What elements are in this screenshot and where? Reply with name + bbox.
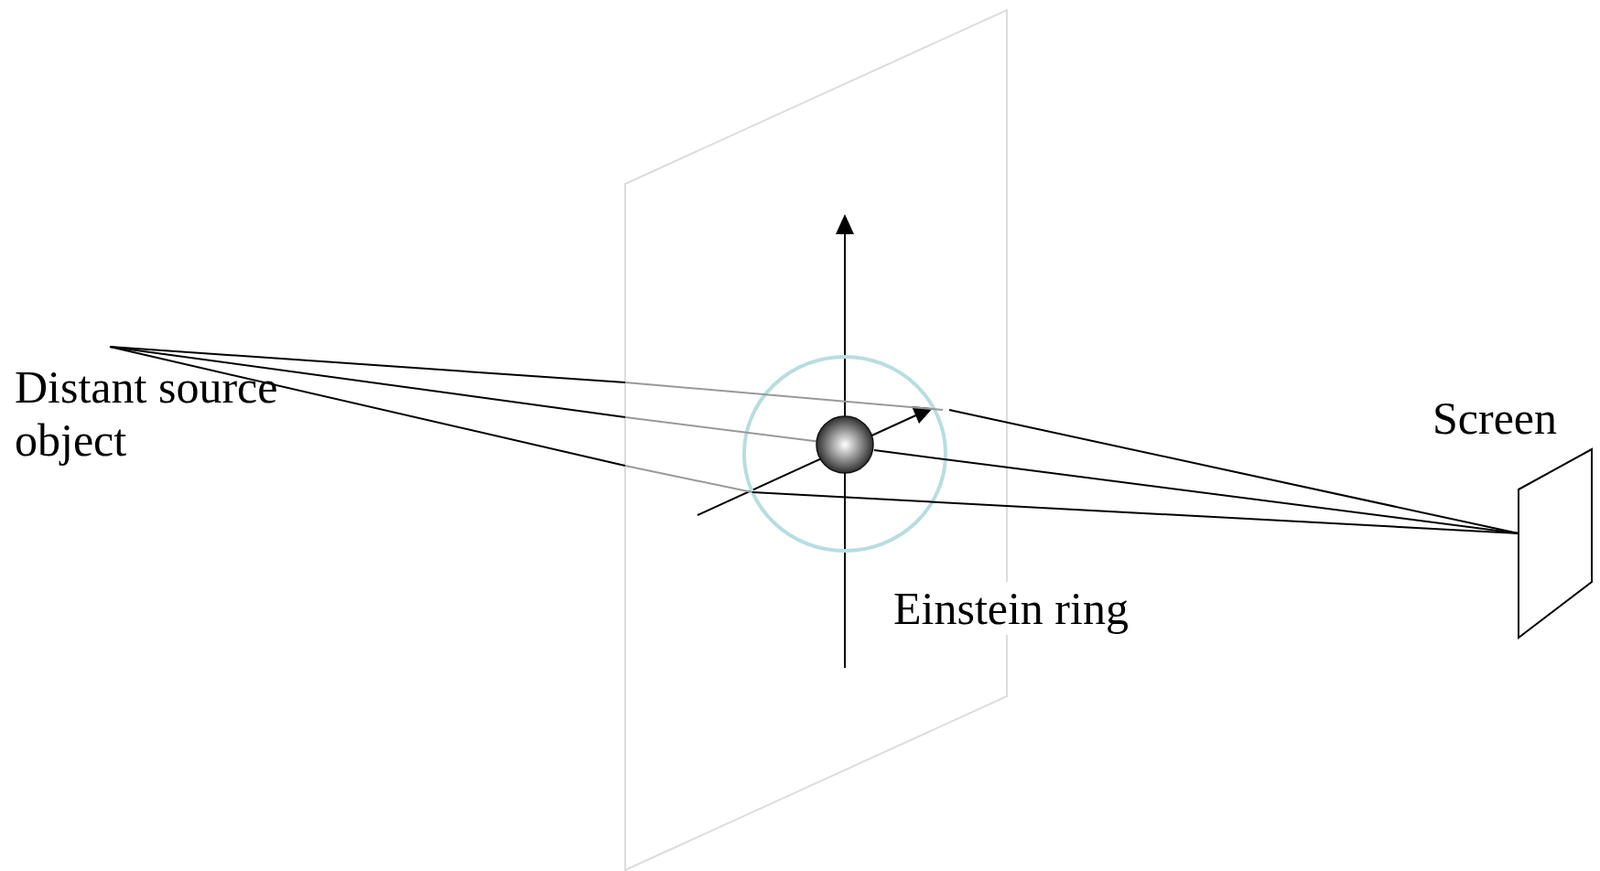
ring-label: Einstein ring bbox=[889, 582, 1133, 636]
lens-mass bbox=[816, 416, 874, 474]
light-ray bbox=[874, 450, 1519, 534]
light-ray bbox=[752, 492, 1519, 534]
light-ray bbox=[625, 382, 943, 411]
einstein-ring bbox=[744, 356, 946, 552]
screen-label: Screen bbox=[1432, 391, 1557, 445]
light-ray bbox=[625, 417, 829, 444]
light-ray bbox=[625, 465, 753, 493]
screen-panel bbox=[1518, 449, 1592, 638]
source-label: Distant source object bbox=[14, 360, 299, 467]
lens-plane bbox=[625, 10, 1007, 871]
axis-arrowhead bbox=[835, 214, 855, 235]
